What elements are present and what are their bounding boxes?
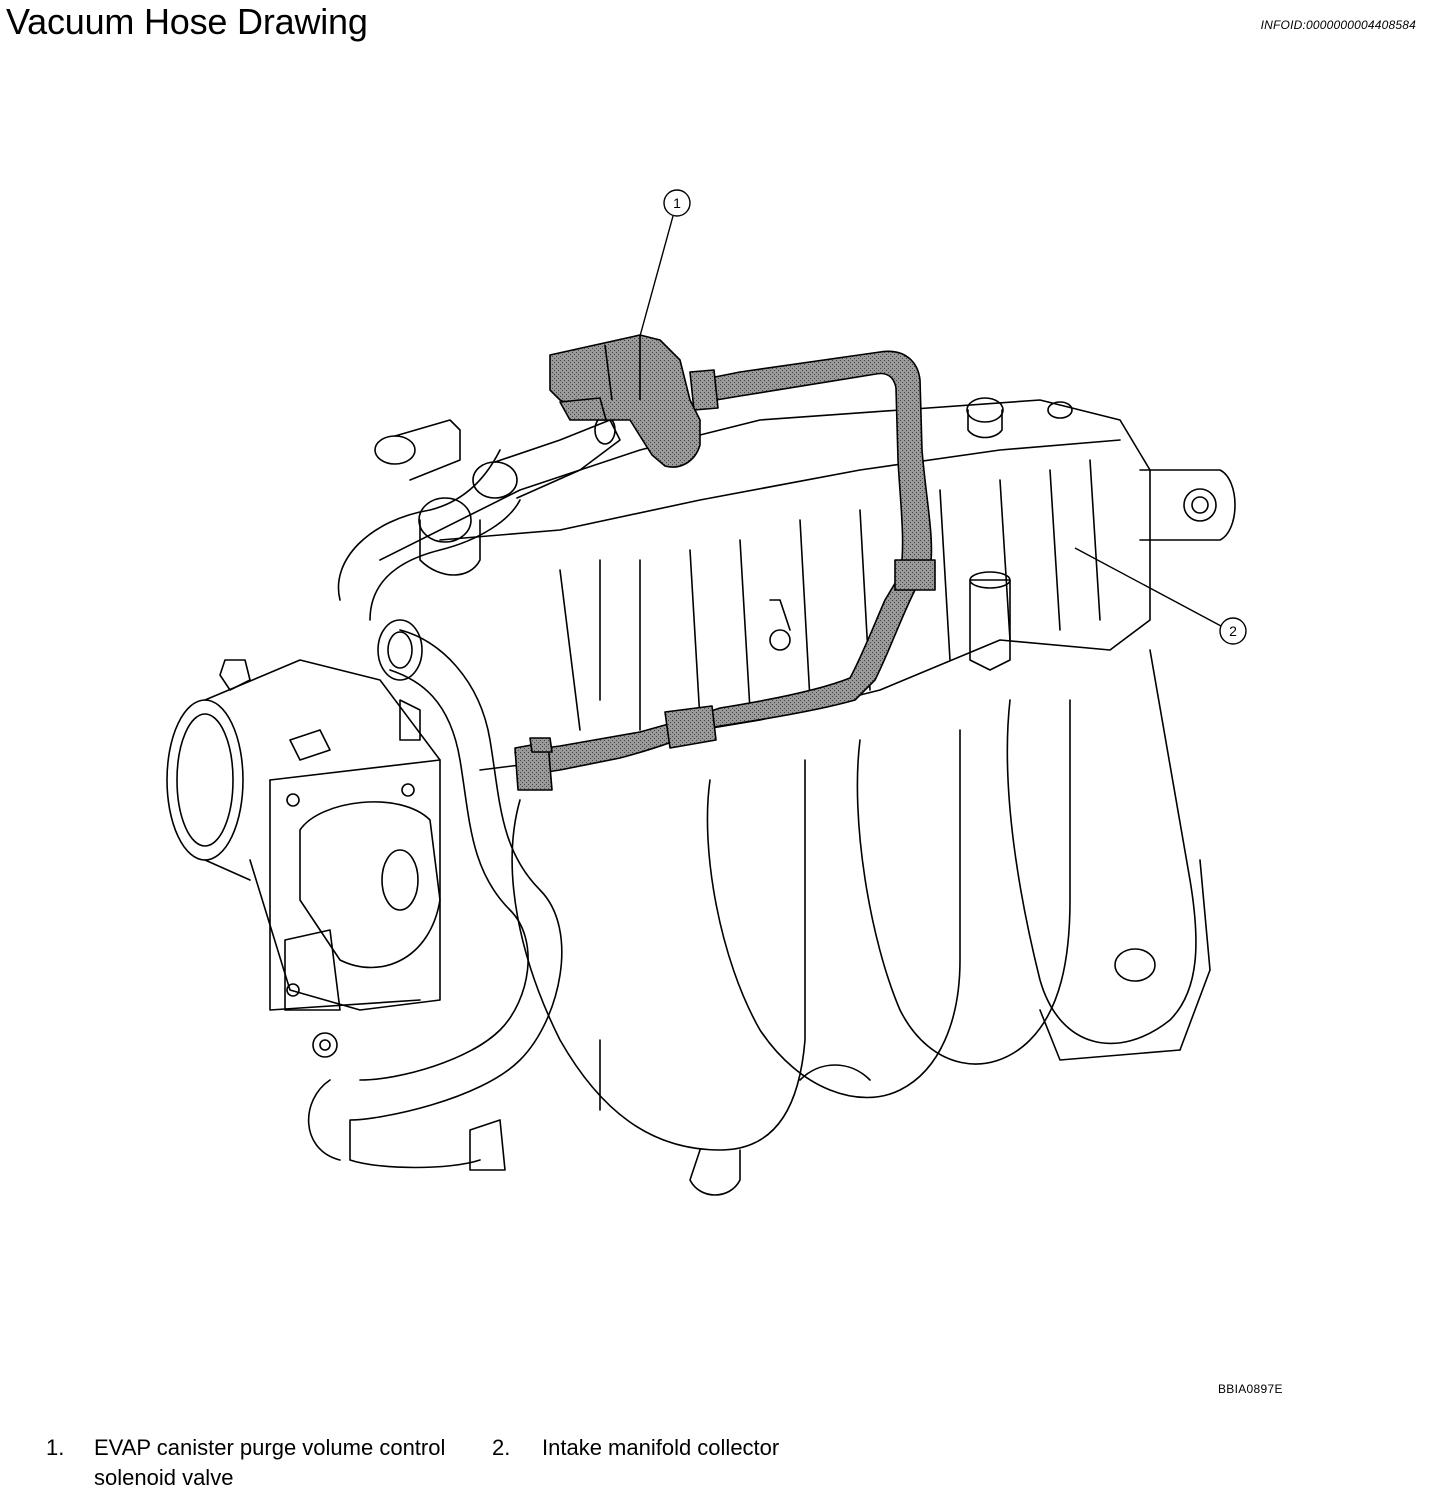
info-id: INFOID:0000000004408584 bbox=[1260, 18, 1416, 32]
intake-manifold-collector-shape bbox=[379, 397, 1236, 771]
purge-solenoid-valve bbox=[549, 334, 701, 468]
legend-text: Intake manifold collector bbox=[542, 1435, 780, 1460]
legend-number: 2. bbox=[492, 1435, 511, 1460]
vacuum-hose-diagram: 1 2 bbox=[166, 189, 1247, 1196]
intake-runners bbox=[511, 649, 1211, 1196]
legend: 1. EVAP canister purge volume control so… bbox=[0, 1433, 1440, 1497]
legend-number: 1. bbox=[46, 1435, 65, 1460]
throttle-body bbox=[166, 659, 441, 1058]
callouts bbox=[639, 215, 1222, 627]
left-hose bbox=[307, 449, 563, 1171]
figure-id: BBIA0897E bbox=[1218, 1382, 1283, 1396]
vacuum-hose bbox=[514, 334, 936, 791]
legend-text: EVAP canister purge volume control solen… bbox=[94, 1435, 446, 1490]
callout-1: 1 bbox=[663, 189, 691, 217]
svg-text:1: 1 bbox=[673, 195, 681, 211]
callout-2: 2 bbox=[1219, 617, 1247, 645]
upper-left-fittings bbox=[374, 415, 621, 576]
svg-text:2: 2 bbox=[1229, 623, 1237, 639]
page-title: Vacuum Hose Drawing bbox=[6, 1, 368, 42]
